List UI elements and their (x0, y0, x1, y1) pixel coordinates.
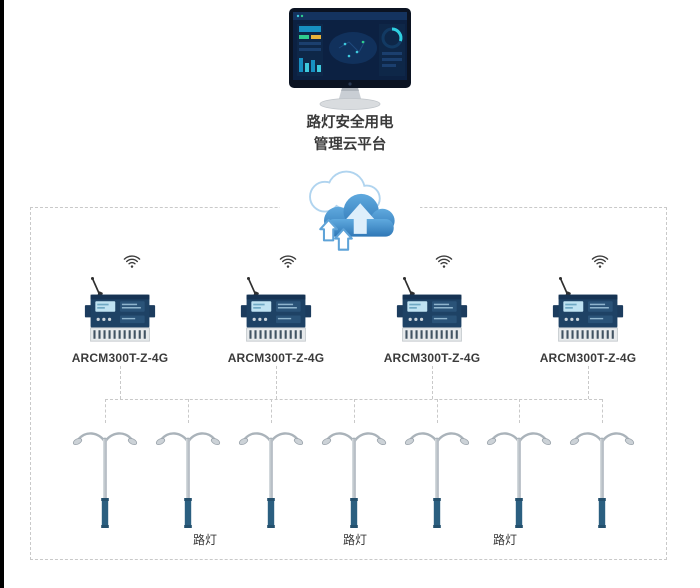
gateway-device-1: ARCM300T-Z-4G (45, 250, 195, 365)
device-label: ARCM300T-Z-4G (227, 351, 325, 365)
platform-title-line2: 管理云平台 (313, 137, 387, 154)
device-label: ARCM300T-Z-4G (539, 351, 637, 365)
cloud-platform-monitor (275, 8, 425, 112)
connection-line (354, 399, 355, 423)
street-lamp-icon (568, 432, 636, 530)
power-meter-icon (80, 270, 160, 344)
connection-line (519, 399, 520, 423)
monitor-icon (289, 8, 411, 110)
street-lamp-icon (71, 432, 139, 530)
gateway-device-2: ARCM300T-Z-4G (201, 250, 351, 365)
street-lamp-icon (403, 432, 471, 530)
gateway-device-3: ARCM300T-Z-4G (357, 250, 507, 365)
wifi-icon (279, 255, 297, 269)
device-label: ARCM300T-Z-4G (383, 351, 481, 365)
street-lamp-icon (237, 432, 305, 530)
device-label: ARCM300T-Z-4G (71, 351, 169, 365)
cloud-upload-icon (280, 166, 420, 260)
wifi-icon (591, 255, 609, 269)
connection-line (276, 366, 277, 399)
connection-line (602, 399, 603, 423)
power-meter-icon (548, 270, 628, 344)
connection-line (120, 366, 121, 399)
power-meter-icon (236, 270, 316, 344)
lamp-label: 路灯 (192, 533, 217, 547)
connection-line (105, 399, 106, 423)
street-lamp-icon (320, 432, 388, 530)
connection-line (271, 399, 272, 423)
connection-line (588, 366, 589, 399)
wifi-icon (123, 255, 141, 269)
lamp-label: 路灯 (492, 533, 517, 547)
gateway-device-4: ARCM300T-Z-4G (513, 250, 663, 365)
wifi-icon (435, 255, 453, 269)
connection-line (188, 399, 189, 423)
connection-bus-line (105, 399, 602, 400)
power-meter-icon (392, 270, 472, 344)
connection-line (437, 399, 438, 423)
lamp-label: 路灯 (342, 533, 367, 547)
platform-title: 路灯安全用电 管理云平台 (0, 112, 700, 157)
screen-edge-bar (0, 0, 4, 588)
connection-line (432, 366, 433, 399)
street-lamp-icon (485, 432, 553, 530)
platform-title-line1: 路灯安全用电 (306, 115, 394, 131)
street-lamp-icon (154, 432, 222, 530)
